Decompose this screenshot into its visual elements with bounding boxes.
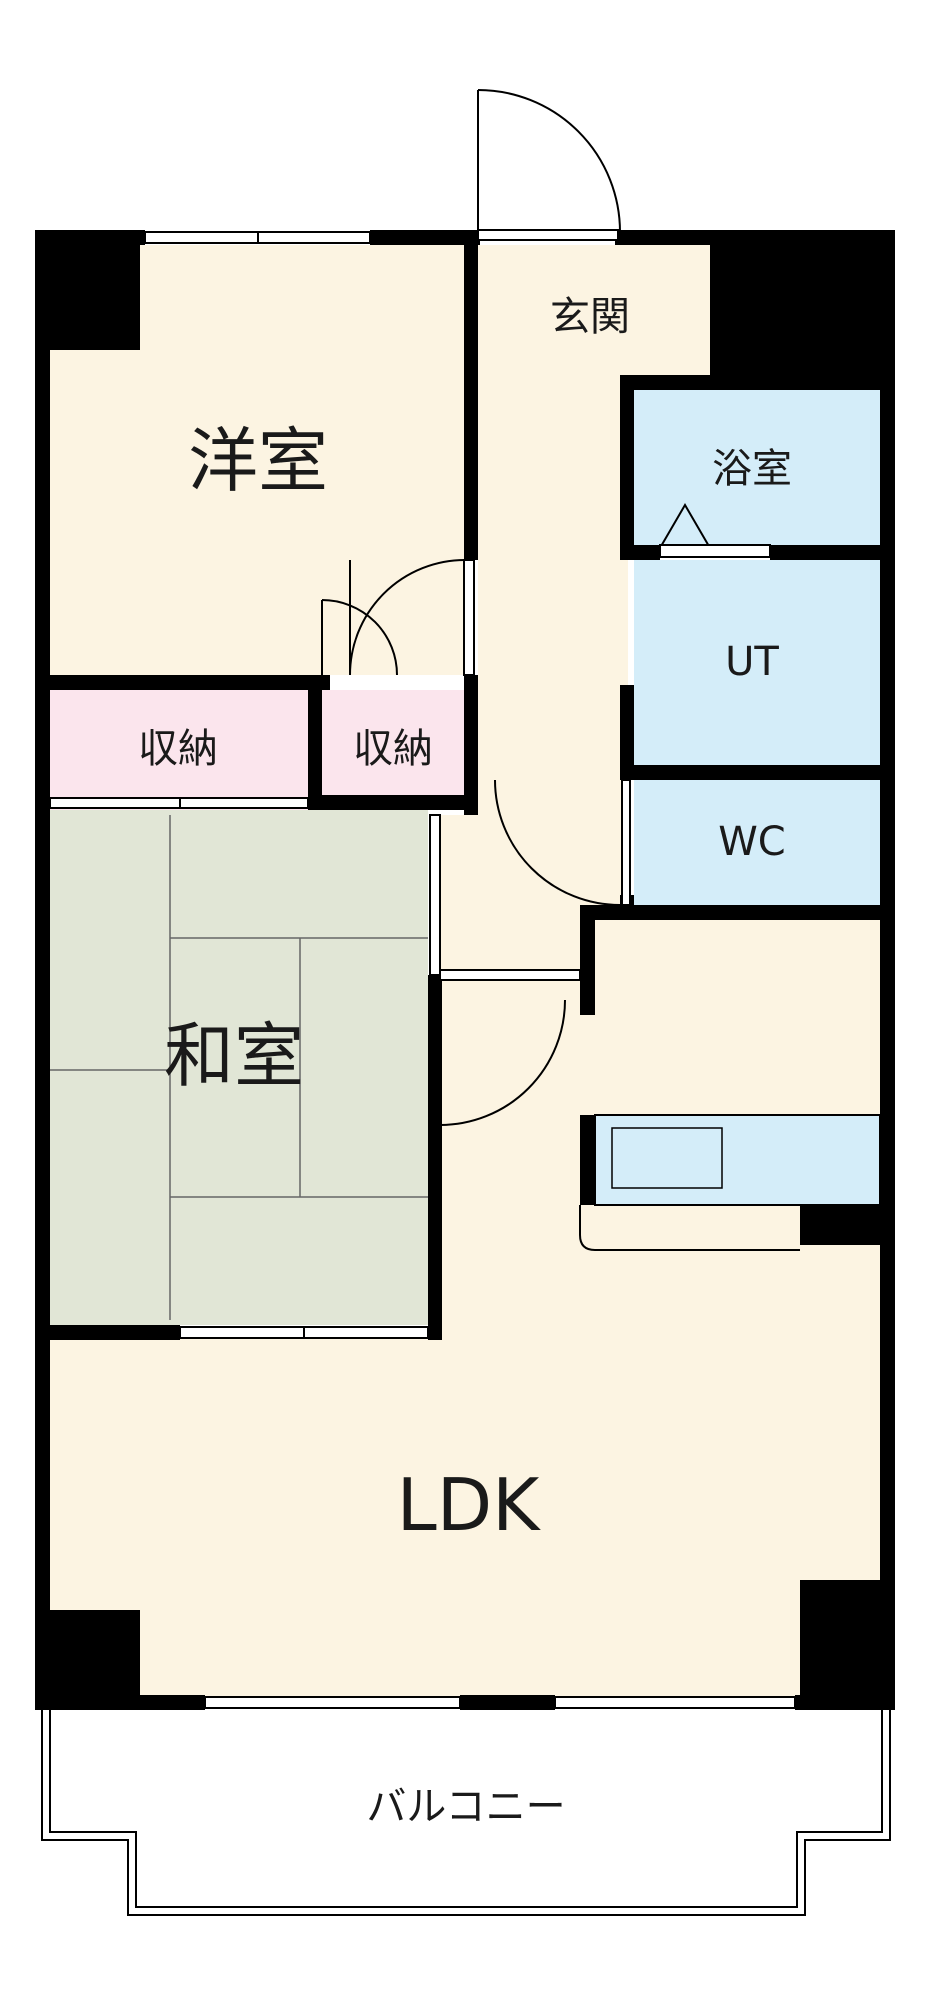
western-room-label: 洋室 [188,420,328,502]
storage-left-label: 収納 [138,726,218,772]
room-fills [50,245,880,1700]
walls [35,230,895,1710]
storage-right-label: 収納 [353,726,433,772]
storage-left-floor [50,690,308,810]
balcony [41,1710,891,1916]
ldk-label: LDK [397,1463,542,1547]
windows [49,231,796,1709]
kitchen-counter [579,1114,881,1251]
toilet-floor [634,780,880,910]
japanese-room-floor [50,810,428,1325]
storage-right-floor [322,690,464,805]
japanese-room-label: 和室 [164,1015,304,1097]
utility-label: UT [725,639,779,685]
ldk-floor-bottom [50,1330,880,1700]
utility-floor [634,560,880,765]
hall-lower-floor [438,815,598,915]
balcony-label: バルコニー [366,1784,565,1830]
entrance-label: 玄関 [550,294,630,340]
tatami-lines [50,815,428,1320]
bath-label: 浴室 [712,446,792,492]
entrance-floor [478,245,713,380]
doors [321,89,771,1126]
toilet-label: WC [718,819,785,865]
